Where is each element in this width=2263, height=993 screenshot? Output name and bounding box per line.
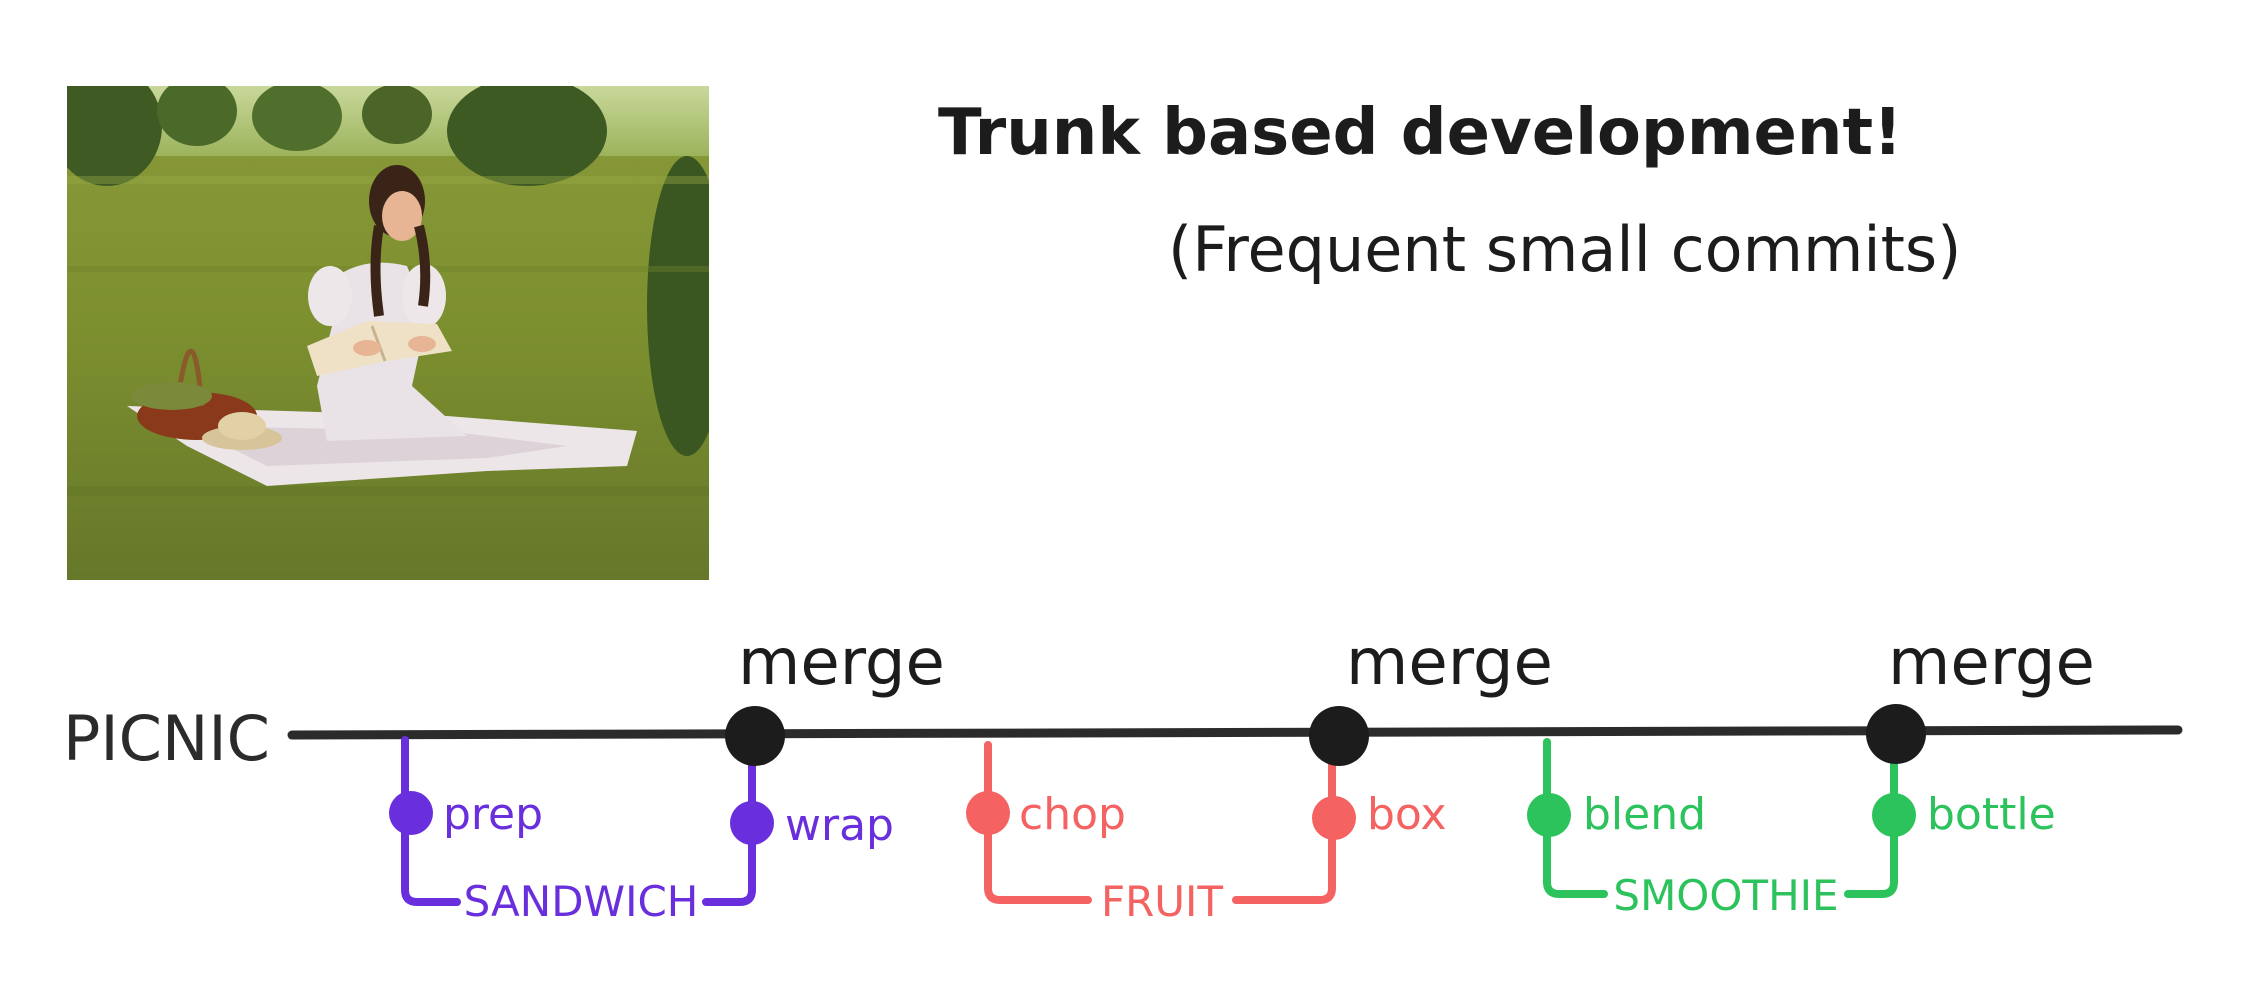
page-subtitle: (Frequent small commits): [1168, 213, 1962, 286]
merge-label-1: merge: [738, 626, 945, 700]
commit-dot-prep: [389, 791, 433, 835]
commit-label-box: box: [1367, 789, 1447, 840]
branch-label-sandwich: SANDWICH: [464, 877, 699, 926]
page-title: Trunk based development!: [938, 96, 1903, 170]
commit-dot-bottle: [1872, 793, 1916, 837]
commit-dot-blend: [1527, 793, 1571, 837]
commit-label-bottle: bottle: [1927, 789, 2056, 840]
merge-point-3: merge: [1866, 626, 2095, 764]
picnic-photo: [67, 86, 709, 580]
branch-path-smoothie: [1543, 736, 1898, 898]
merge-point-1: merge: [725, 626, 945, 766]
branch-label-smoothie: SMOOTHIE: [1613, 871, 1838, 920]
branch-fruit: chop box FRUIT: [966, 736, 1447, 926]
merge-label-3: merge: [1888, 626, 2095, 700]
trunk-line: [287, 725, 2183, 740]
merge-point-2: merge: [1309, 626, 1553, 766]
merge-label-2: merge: [1346, 626, 1553, 700]
commit-dot-chop: [966, 791, 1010, 835]
branch-path-sandwich: [401, 733, 756, 906]
branch-path-fruit: [984, 736, 1336, 904]
merge-dot-3: [1866, 704, 1926, 764]
branch-smoothie: blend bottle SMOOTHIE: [1527, 736, 2056, 920]
merge-dot-2: [1309, 706, 1369, 766]
commit-label-blend: blend: [1583, 789, 1706, 840]
commit-label-wrap: wrap: [785, 800, 894, 851]
branch-label-fruit: FRUIT: [1101, 877, 1223, 926]
commit-label-prep: prep: [443, 789, 543, 840]
trunk-label: PICNIC: [63, 702, 270, 775]
merge-dot-1: [725, 706, 785, 766]
commit-label-chop: chop: [1019, 789, 1126, 840]
commit-dot-box: [1312, 796, 1356, 840]
commit-dot-wrap: [730, 801, 774, 845]
branch-sandwich: prep wrap SANDWICH: [389, 733, 894, 926]
